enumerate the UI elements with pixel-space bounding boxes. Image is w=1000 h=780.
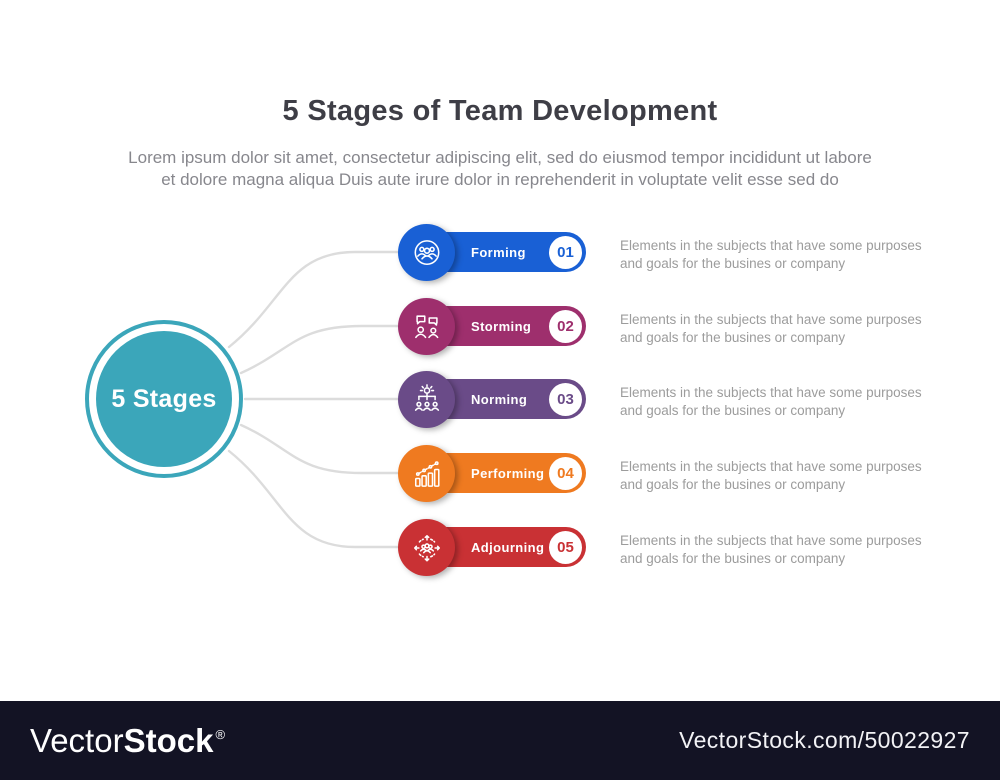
stage-row-performing: Performing 04	[398, 445, 598, 502]
registered-trademark-symbol: ®	[215, 726, 226, 742]
stage-row-norming: Norming 03	[398, 371, 598, 428]
adjourning-team-disperse-arrows-icon	[398, 519, 455, 576]
stage-label-adjourning: Adjourning	[471, 539, 545, 555]
stage-row-storming: Storming 02	[398, 298, 598, 355]
stage-number-badge-adjourning: 05	[549, 530, 582, 564]
subtitle-line-2: et dolore magna aliqua Duis aute irure d…	[161, 170, 839, 189]
connector-line-performing	[239, 423, 414, 475]
center-circle: 5 Stages	[85, 320, 243, 478]
brand-light-text: Vector	[30, 721, 124, 759]
stage-label-storming: Storming	[471, 318, 532, 334]
connector-line-forming	[227, 250, 414, 349]
connector-line-adjourning	[227, 449, 414, 549]
brand-bold-text: Stock	[123, 721, 214, 759]
stage-number-badge-performing: 04	[549, 456, 582, 490]
stage-description-adjourning: Elements in the subjects that have some …	[620, 532, 960, 567]
stage-row-adjourning: Adjourning 05	[398, 519, 598, 576]
description-line-1: Elements in the subjects that have some …	[620, 459, 922, 474]
stage-description-performing: Elements in the subjects that have some …	[620, 458, 960, 493]
description-line-1: Elements in the subjects that have some …	[620, 312, 922, 327]
subtitle: Lorem ipsum dolor sit amet, consectetur …	[0, 147, 1000, 191]
performing-growth-bar-chart-icon	[398, 445, 455, 502]
description-line-2: and goals for the busines or company	[620, 402, 846, 418]
image-url-text: VectorStock.com/50022927	[679, 727, 970, 753]
page-title: 5 Stages of Team Development	[282, 95, 718, 127]
connector-line-storming	[239, 324, 414, 375]
storming-people-discussion-icon	[398, 298, 455, 355]
stage-number-badge-storming: 02	[549, 309, 582, 343]
description-line-2: and goals for the busines or company	[620, 550, 846, 566]
stage-label-norming: Norming	[471, 391, 528, 407]
norming-idea-hierarchy-icon	[398, 371, 455, 428]
stage-description-norming: Elements in the subjects that have some …	[620, 384, 960, 419]
stage-number-badge-forming: 01	[549, 235, 582, 269]
center-circle-label: 5 Stages	[96, 331, 232, 467]
subtitle-line-1: Lorem ipsum dolor sit amet, consectetur …	[128, 148, 872, 167]
description-line-1: Elements in the subjects that have some …	[620, 533, 922, 548]
description-line-2: and goals for the busines or company	[620, 255, 846, 271]
stage-number-badge-norming: 03	[549, 382, 582, 416]
stage-label-performing: Performing	[471, 465, 545, 481]
description-line-2: and goals for the busines or company	[620, 476, 846, 492]
stage-description-forming: Elements in the subjects that have some …	[620, 237, 960, 272]
forming-team-group-circle-icon	[398, 224, 455, 281]
description-line-2: and goals for the busines or company	[620, 329, 846, 345]
stage-description-storming: Elements in the subjects that have some …	[620, 311, 960, 346]
description-line-1: Elements in the subjects that have some …	[620, 238, 922, 253]
stage-row-forming: Forming 01	[398, 224, 598, 281]
stage-label-forming: Forming	[471, 244, 526, 260]
description-line-1: Elements in the subjects that have some …	[620, 385, 922, 400]
